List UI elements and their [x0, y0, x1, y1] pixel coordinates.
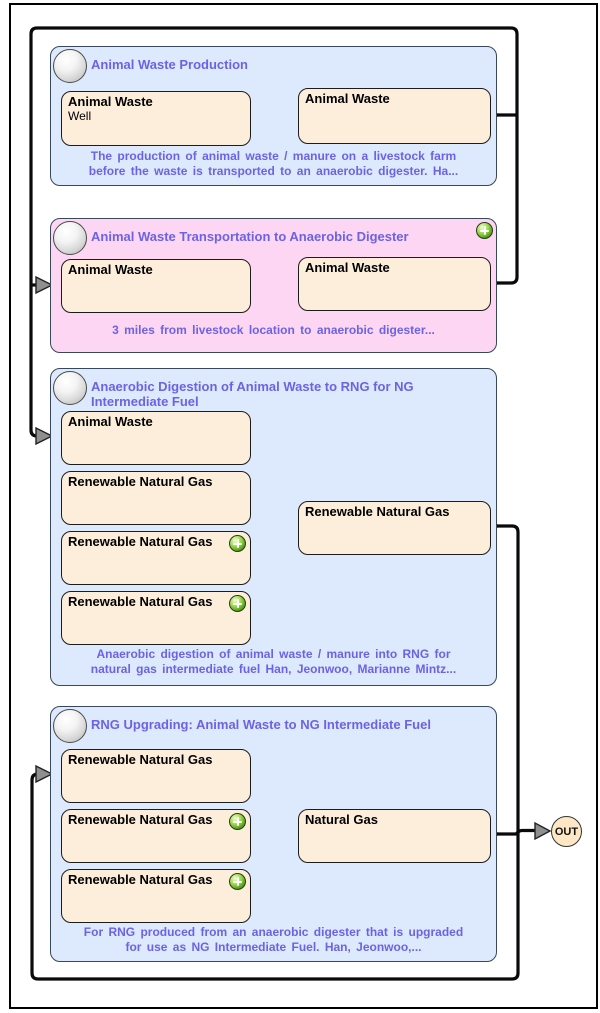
process-description: Anaerobic digestion of animal waste / ma… [90, 647, 457, 676]
resource-label: Renewable Natural Gas [68, 812, 213, 827]
resource-box-output[interactable]: Natural Gas [298, 809, 491, 863]
resource-box-input[interactable]: Renewable Natural Gas [61, 591, 251, 645]
resource-label: Animal Waste [68, 262, 153, 277]
resource-box-input[interactable]: Animal Waste [61, 411, 251, 465]
process-box-animal-waste-transportation[interactable]: Animal Waste Transportation to Anaerobic… [50, 218, 497, 353]
process-box-rng-upgrading[interactable]: RNG Upgrading: Animal Waste to NG Interm… [50, 706, 497, 962]
resource-box-input[interactable]: Renewable Natural Gas [61, 869, 251, 923]
process-icon[interactable] [53, 49, 87, 83]
resource-box-input[interactable]: Renewable Natural Gas [61, 471, 251, 525]
resource-label: Animal Waste [68, 414, 153, 429]
resource-box-input[interactable]: Animal Waste [61, 259, 251, 313]
resource-source-label: Well [68, 109, 92, 123]
resource-label: Renewable Natural Gas [68, 594, 213, 609]
pathway-output-node[interactable]: OUT [551, 816, 582, 847]
add-icon[interactable] [229, 535, 246, 552]
resource-box-input[interactable]: Renewable Natural Gas [61, 749, 251, 803]
add-icon[interactable] [229, 813, 246, 830]
add-icon[interactable] [229, 873, 246, 890]
add-icon[interactable] [229, 595, 246, 612]
resource-box-input[interactable]: Animal Waste Well [61, 91, 251, 146]
process-icon[interactable] [53, 221, 87, 255]
canvas-border [9, 3, 598, 1009]
process-description: 3 miles from livestock location to anaer… [112, 323, 435, 337]
resource-box-output[interactable]: Animal Waste [298, 88, 491, 144]
resource-box-input[interactable]: Renewable Natural Gas [61, 531, 251, 585]
resource-label: Renewable Natural Gas [68, 474, 213, 489]
resource-label: Animal Waste [305, 260, 390, 275]
process-box-animal-waste-production[interactable]: Animal Waste Production Animal Waste Wel… [50, 46, 497, 186]
process-title: Anaerobic Digestion of Animal Waste to R… [91, 379, 414, 409]
resource-label: Animal Waste [305, 91, 390, 106]
resource-label: Animal Waste [68, 94, 153, 109]
process-icon[interactable] [53, 709, 87, 743]
process-title: Animal Waste Production [91, 57, 248, 72]
resource-box-output[interactable]: Renewable Natural Gas [298, 501, 491, 555]
resource-label: Renewable Natural Gas [305, 504, 450, 519]
process-description: The production of animal waste / manure … [88, 149, 459, 178]
add-icon[interactable] [476, 222, 493, 239]
process-description: For RNG produced from an anaerobic diges… [83, 925, 464, 954]
resource-label: Renewable Natural Gas [68, 872, 213, 887]
pathway-output-label: OUT [554, 825, 579, 838]
process-title: Animal Waste Transportation to Anaerobic… [91, 229, 409, 244]
process-icon[interactable] [53, 371, 87, 405]
resource-label: Renewable Natural Gas [68, 534, 213, 549]
resource-box-input[interactable]: Renewable Natural Gas [61, 809, 251, 863]
process-box-anaerobic-digestion[interactable]: Anaerobic Digestion of Animal Waste to R… [50, 368, 497, 686]
resource-label: Natural Gas [305, 812, 378, 827]
process-title: RNG Upgrading: Animal Waste to NG Interm… [91, 717, 431, 732]
resource-box-output[interactable]: Animal Waste [298, 257, 491, 311]
resource-label: Renewable Natural Gas [68, 752, 213, 767]
